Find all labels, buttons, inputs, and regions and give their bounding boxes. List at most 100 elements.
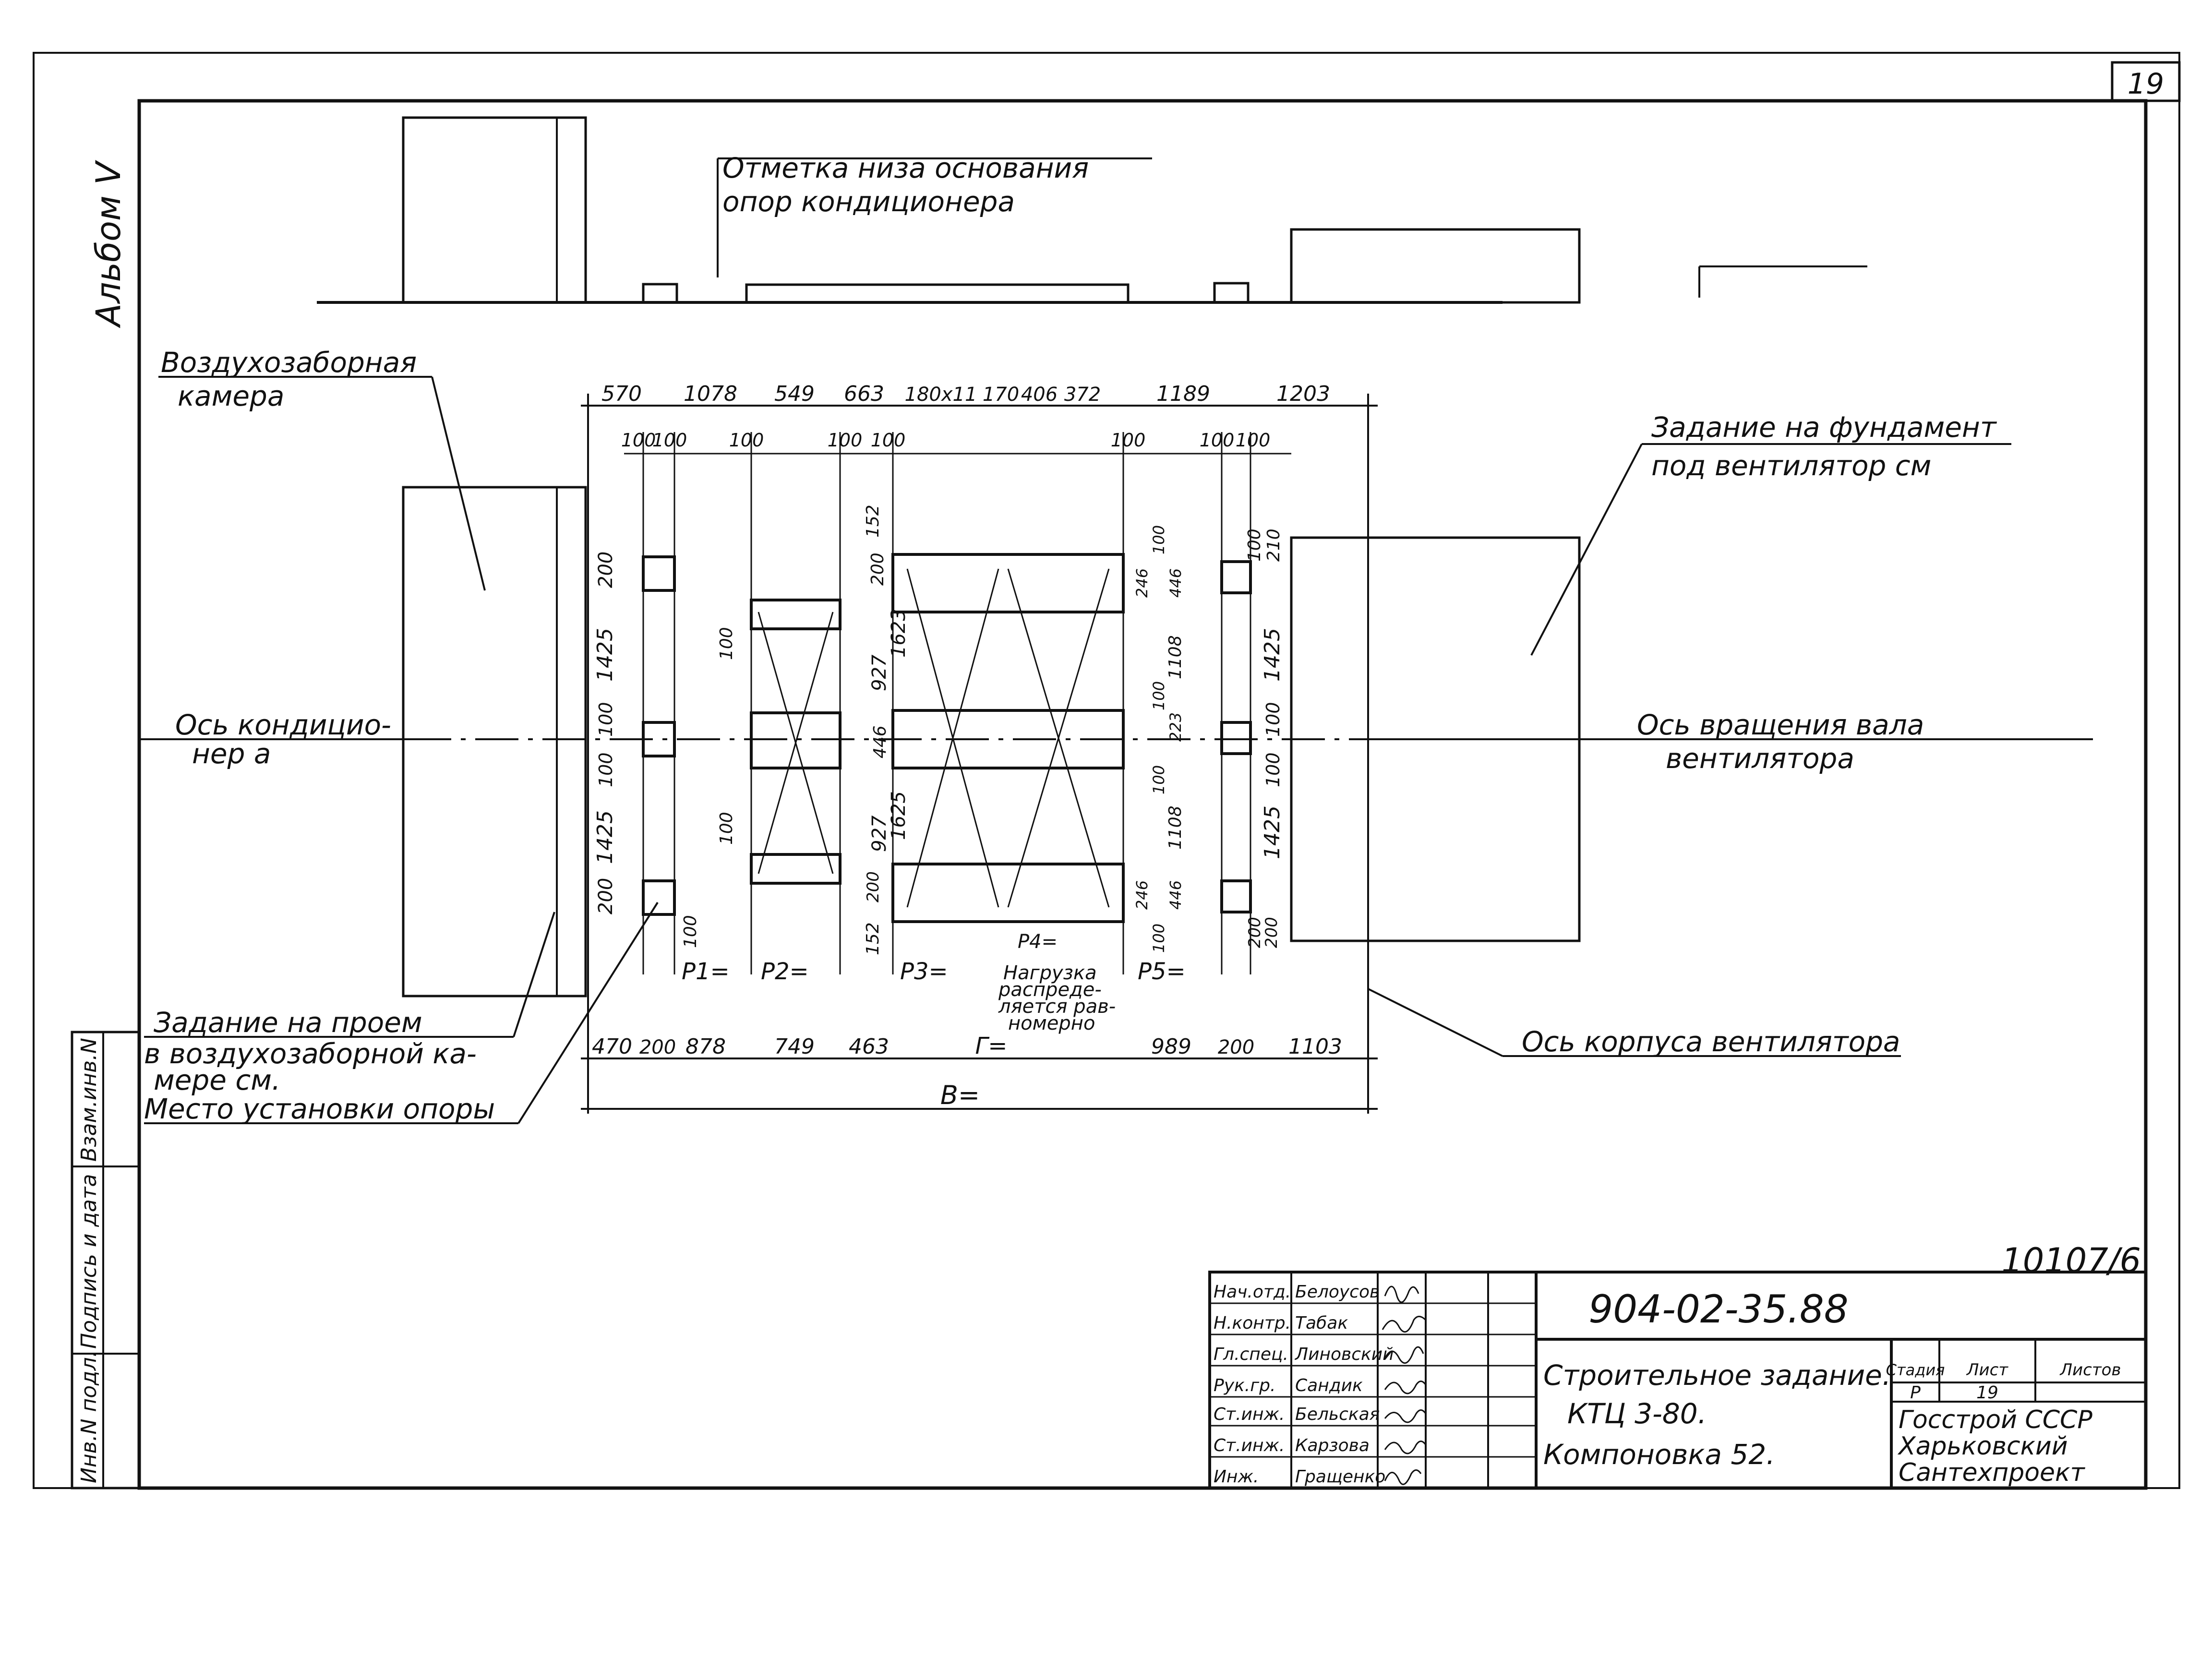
load-note: Нагрузка (1003, 962, 1097, 984)
support-place-label: Место установки опоры (144, 1093, 495, 1125)
intake-chamber-plan (402, 486, 587, 997)
dim-value: 100 (1200, 430, 1235, 451)
dim-value: 100 (652, 430, 687, 451)
support-pad (1220, 721, 1252, 755)
opening-label: Задание на проем (154, 1006, 422, 1039)
intake-label: Воздухозаборная (161, 346, 417, 379)
signature-mark (1382, 1316, 1427, 1333)
dim-value: 200 (864, 871, 883, 902)
side-album-label: Альбом V (89, 160, 128, 328)
bracing (906, 568, 999, 908)
dim-value: 100 (1150, 525, 1168, 554)
staff-role: Нач.отд. (1214, 1282, 1291, 1302)
staff-name: Бельская (1295, 1405, 1380, 1424)
side-stamp-box (71, 1031, 141, 1490)
opening-label: мере см. (154, 1064, 280, 1096)
staff-name: Сандик (1295, 1376, 1363, 1395)
staff-name: Гращенко (1295, 1467, 1385, 1487)
bottom-dimension-values: 470 200 878 749 463 Г= 989 200 1103 В= (592, 1033, 1342, 1110)
dim-value: 200 (1245, 917, 1264, 948)
dim-value: 372 (1064, 384, 1101, 406)
dim-value: 1425 (593, 810, 617, 864)
shaft-axis-label: вентилятора (1666, 742, 1854, 775)
right-vertical-dims: 100 210 1425 100 100 1425 200 200 (1245, 529, 1285, 948)
staff-role: Ст.инж. (1214, 1436, 1285, 1455)
title-block-frame (1208, 1271, 2147, 1490)
dim-value: 1425 (1260, 805, 1285, 859)
dim-value: 100 (595, 752, 616, 787)
dim-value: 100 (1236, 430, 1271, 451)
base-mark-label: опор кондиционера (722, 185, 1015, 218)
signature-mark (1384, 1346, 1424, 1364)
dim-value: 1623 (888, 609, 910, 658)
sheet-corner-number: 19 (2128, 67, 2164, 101)
support-pad (1220, 879, 1252, 913)
staff-name: Карзова (1295, 1436, 1370, 1455)
middle-vertical-dims: 100 927 1623 446 927 1625 100 152 200 20… (717, 505, 910, 955)
organization: Госстрой СССР (1899, 1406, 2092, 1434)
staff-role: Инж. (1214, 1467, 1259, 1487)
staff-name: Табак (1295, 1313, 1348, 1333)
fan-elevation (1290, 228, 1581, 304)
dim-value: 223 (1166, 712, 1185, 742)
dim-value: 200 (595, 878, 617, 914)
dim-value: 100 (1150, 924, 1168, 953)
dim-value: Г= (975, 1033, 1008, 1059)
dim-value: 1425 (593, 628, 617, 682)
dim-value: 100 (1150, 765, 1168, 794)
dim-value: 100 (595, 702, 616, 737)
signature-mark (1384, 1469, 1422, 1485)
support-block (1213, 282, 1250, 304)
dim-value: 246 (1133, 568, 1151, 598)
sheet-value: 19 (1976, 1383, 1998, 1403)
dim-value: 463 (849, 1034, 889, 1059)
dim-value: 1103 (1288, 1034, 1342, 1059)
dim-value: 446 (1166, 880, 1185, 910)
archive-number: 10107/6 (2001, 1241, 2141, 1280)
support-block (642, 283, 678, 304)
side-stamp: Инв.N подл. Подпись и дата Взам.инв.N (71, 1031, 141, 1490)
sheets-header: Листов (2059, 1360, 2121, 1380)
document-designation: 904-02-35.88 (1588, 1287, 1848, 1332)
dim-value: 100 (1150, 681, 1168, 710)
elevation-view: Отметка низа основания опор кондиционера (317, 116, 1867, 304)
dim-value: 549 (774, 382, 815, 406)
organization: Сантехпроект (1899, 1458, 2085, 1487)
stage-value: Р (1910, 1383, 1921, 1403)
drawing-frame (137, 99, 2148, 1490)
opening-leader (513, 912, 555, 1037)
dim-value: 100 (717, 812, 736, 845)
document-title: Строительное задание. (1543, 1359, 1891, 1392)
dim-value: 570 (601, 382, 642, 406)
dim-value: 200 (1262, 917, 1281, 948)
dim-value: 100 (1111, 430, 1146, 451)
support-pad (1220, 560, 1252, 594)
support-frame (891, 553, 1125, 613)
bracing (1007, 568, 1110, 908)
dim-value: 100 (1262, 752, 1284, 787)
dim-value: 927 (868, 654, 890, 691)
dim-value: 170 (983, 384, 1019, 406)
load-note: ляется рав- (998, 996, 1116, 1018)
shaft-axis-label: Ось вращения вала (1637, 709, 1924, 741)
fan-foundation-leader (1530, 444, 1643, 656)
dim-value: 989 (1151, 1034, 1191, 1059)
frame-vertical-dims: 246 100 446 1108 100 223 100 1108 246 44… (1133, 525, 1185, 953)
air-conditioner-base (745, 283, 1130, 304)
dim-value: 446 (1166, 568, 1185, 598)
dim-value: 100 (1245, 529, 1264, 562)
bracing (757, 612, 834, 874)
support-place-leader (517, 901, 659, 1124)
base-mark-label: Отметка низа основания (722, 152, 1089, 184)
support-pad (642, 555, 676, 592)
dim-value: 1189 (1156, 382, 1210, 406)
dim-value: 446 (870, 725, 890, 758)
dim-value: 1625 (888, 791, 910, 840)
dim-value: 749 (774, 1034, 815, 1059)
load-label: P5= (1138, 958, 1186, 985)
side-stamp-label: Инв.N подл. (77, 1350, 101, 1483)
dim-value: 152 (863, 505, 883, 538)
side-stamp-label: Взам.инв.N (77, 1038, 101, 1162)
support-beam (750, 599, 842, 630)
